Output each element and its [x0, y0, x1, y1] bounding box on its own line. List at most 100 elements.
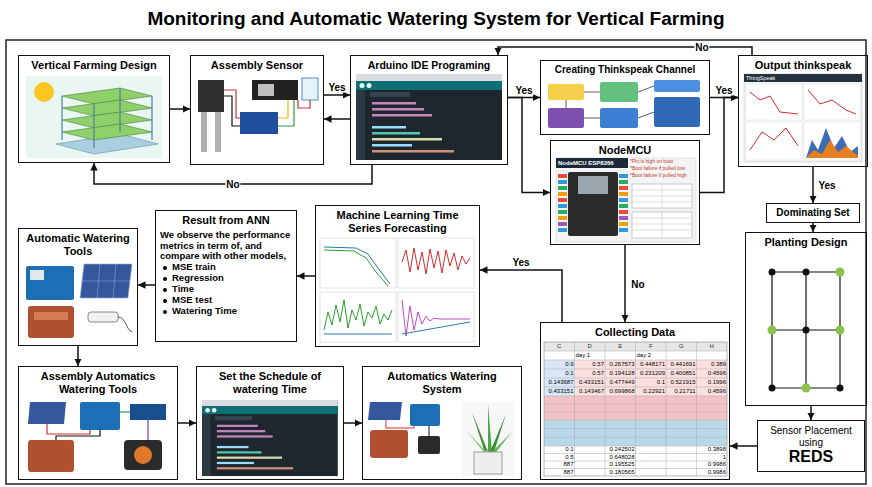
- nodemcu-pinout: [556, 158, 628, 168]
- table-cell: 0.267573: [606, 360, 635, 369]
- code-editor-screenshot: [372, 126, 406, 129]
- connector-arrow: [700, 98, 738, 193]
- box-heading: Dominating Set: [776, 207, 849, 219]
- thingspeak-dashboard: [746, 122, 802, 160]
- connector-arrow: [297, 275, 315, 277]
- nodemcu-pinout: [558, 180, 567, 184]
- table-cell: 0.194128: [606, 369, 635, 378]
- connector-arrow: [324, 94, 350, 96]
- connector-arrow: [624, 245, 626, 322]
- edge-label: Yes: [514, 84, 533, 95]
- forecast-plots: [402, 248, 470, 274]
- box-heading: Machine Learning Time Series Forecasting: [320, 209, 475, 234]
- channel-flowchart: [584, 92, 600, 93]
- box-heading: Assembly Sensor: [195, 59, 319, 72]
- process-box: Output thinkspeak: [738, 55, 868, 167]
- watering-system-picture: [492, 432, 512, 452]
- table-cell: 0.9: [545, 360, 574, 369]
- table-cell: 0.1: [545, 446, 574, 454]
- data-table: [635, 342, 636, 476]
- connector-group: [78, 47, 813, 446]
- edge-label: Yes: [511, 257, 530, 268]
- channel-flowchart: [654, 80, 700, 92]
- nodemcu-pinout: [558, 210, 567, 214]
- forecast-plots: [324, 334, 392, 335]
- nodemcu-pinout: [558, 216, 567, 220]
- thingspeak-dashboard: [744, 74, 862, 82]
- watering-tools-picture: [30, 270, 44, 280]
- sensor-assembly-picture: [224, 90, 310, 126]
- sensor-assembly-picture: [224, 96, 240, 126]
- box-heading: Output thinkspeak: [743, 59, 863, 72]
- watering-system-picture: [410, 404, 440, 426]
- watering-system-picture: [368, 402, 402, 420]
- box-heading: Assembly Automatics Watering Tools: [23, 370, 173, 395]
- connector-arrow: [508, 98, 550, 193]
- table-cell: 0.231209: [637, 369, 666, 378]
- assembly-picture: [80, 402, 120, 430]
- watering-tools-picture: [80, 264, 132, 298]
- code-editor-screenshot: [370, 92, 410, 97]
- nodemcu-pinout: [619, 198, 628, 202]
- table-cell: 0.9986: [698, 461, 727, 469]
- table-cell: 0.4596: [698, 387, 727, 396]
- nodemcu-pinout: [578, 176, 608, 194]
- nodemcu-pinout: [619, 216, 628, 220]
- data-table: [544, 351, 727, 352]
- nodemcu-pinout: [558, 222, 567, 226]
- farm-illustration: [34, 82, 54, 102]
- farm-illustration: [119, 88, 120, 132]
- channel-flowchart: [638, 112, 654, 118]
- watering-system-picture: [466, 430, 486, 452]
- connector-arrow: [170, 108, 190, 110]
- table-cell: 0.22921: [637, 387, 666, 396]
- nodemcu-pinout: [619, 210, 628, 214]
- connector-arrow: [324, 118, 350, 120]
- assembly-picture: [28, 402, 166, 472]
- farm-illustration: [26, 76, 162, 158]
- code-editor-screenshot: [356, 74, 502, 160]
- table-cell: 0.4596: [698, 369, 727, 378]
- channel-flowchart: [584, 118, 600, 119]
- data-table: [544, 342, 727, 476]
- thingspeak-dashboard: [746, 84, 802, 120]
- box-heading: Arduino IDE Programing: [355, 59, 503, 71]
- nodemcu-pinout: [662, 212, 663, 238]
- watering-tools-picture: [82, 281, 130, 282]
- assembly-picture: [120, 411, 130, 412]
- table-cell: 0.433151: [576, 378, 605, 387]
- sensor-assembly-picture: [252, 80, 298, 100]
- box-text: REDS: [789, 448, 833, 466]
- table-cell: 0.433151: [545, 387, 574, 396]
- edge-label: Yes: [714, 84, 733, 95]
- data-table: [544, 369, 727, 370]
- watering-system-picture: [488, 404, 492, 452]
- connector-arrow: [812, 223, 814, 232]
- plant-point: [769, 385, 776, 392]
- code-editor-screenshot: [372, 108, 424, 111]
- nodemcu-pinout: [619, 180, 628, 184]
- outer-frame: [6, 40, 866, 484]
- plant-point: [768, 268, 845, 393]
- table-cell: 0.1996: [698, 378, 727, 387]
- table-cell: 0.143687: [545, 378, 574, 387]
- farm-illustration: [61, 96, 62, 140]
- nodemcu-pinout: [632, 184, 692, 208]
- watering-tools-picture: [28, 306, 74, 338]
- table-cell: 0.57: [576, 369, 605, 378]
- thingspeak-dashboard: [744, 74, 862, 162]
- plant-point: [769, 269, 776, 276]
- data-table: [544, 378, 727, 379]
- data-table: [544, 428, 727, 429]
- forecast-plots: [402, 300, 470, 336]
- table-cell: 0.441691: [667, 360, 696, 369]
- process-box: Arduino IDE Programing: [350, 55, 508, 165]
- watering-system-picture: [474, 452, 502, 474]
- sensor-assembly-picture: [215, 112, 221, 152]
- process-box: Creating Thinkspeak Channel: [540, 60, 710, 135]
- nodemcu-pinout: [662, 184, 663, 208]
- bullet-item: Time: [160, 284, 292, 295]
- data-table: [544, 387, 727, 388]
- assembly-picture: [47, 412, 148, 440]
- code-editor-screenshot: [372, 144, 412, 147]
